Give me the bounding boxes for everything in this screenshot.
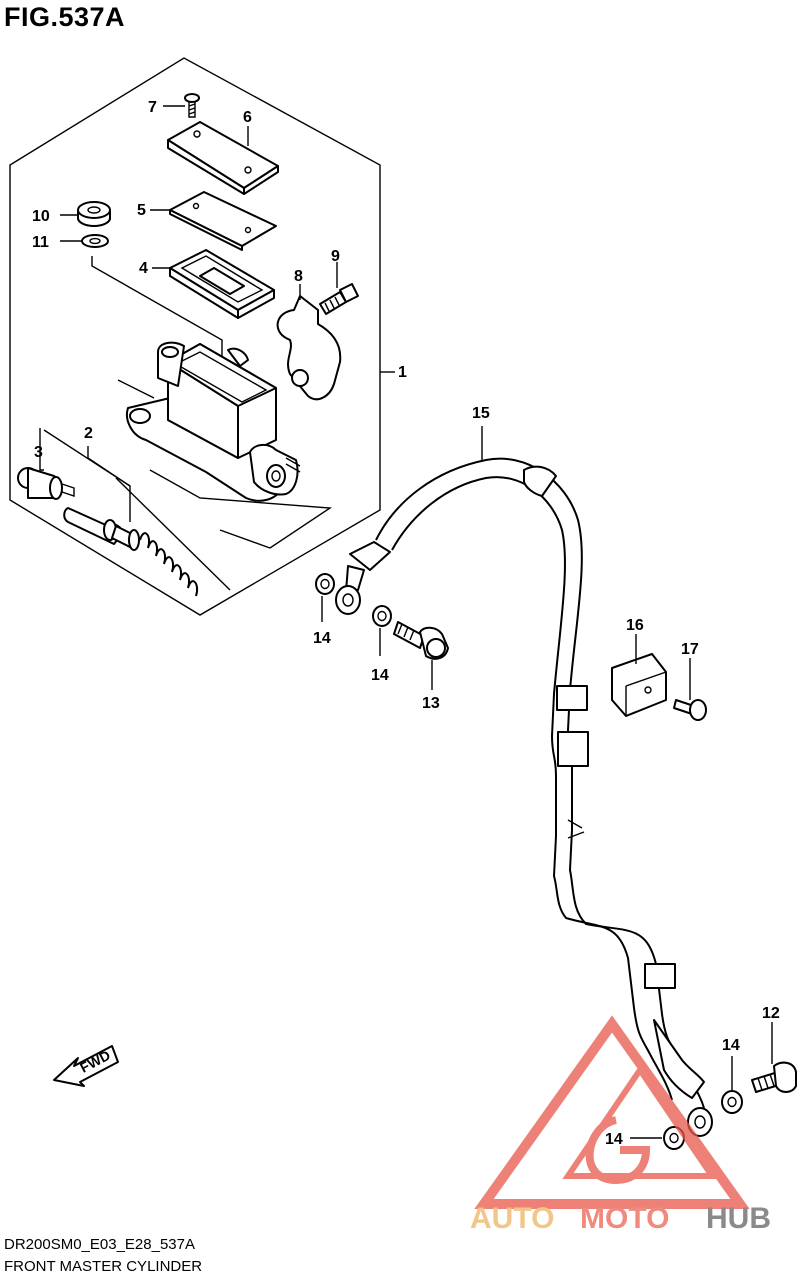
watermark-logo <box>474 1015 750 1209</box>
piston-spring-part-2 <box>63 507 198 597</box>
callout-7: 7 <box>148 99 157 116</box>
figure-title: FIG.537A <box>4 2 126 32</box>
diagram-code: DR200SM0_E03_E28_537A <box>4 1236 195 1253</box>
hose-clamp-part-16 <box>611 653 667 717</box>
body-detail-line <box>117 379 155 399</box>
hose-sleeve-top <box>523 465 557 497</box>
fwd-arrow-icon <box>53 1045 119 1087</box>
watermark-auto: AUTO <box>470 1202 554 1235</box>
callout-16: 16 <box>626 617 644 634</box>
hose-sleeve-lower <box>644 963 676 989</box>
callout-11: 11 <box>32 234 49 251</box>
callout-12: 12 <box>762 1005 780 1022</box>
callout-13: 13 <box>422 695 440 712</box>
assembly-outline <box>9 57 381 616</box>
callout-1: 1 <box>398 364 407 381</box>
hose-sleeve-mid <box>557 731 589 767</box>
assembly-dash-lines <box>149 469 333 549</box>
washer-part-14-b <box>372 605 392 627</box>
brake-hose-part-15 <box>335 457 713 1137</box>
callout-10: 10 <box>32 208 50 225</box>
callout-3: 3 <box>34 444 43 461</box>
callout-14-b: 14 <box>371 667 389 684</box>
reservoir-cap-part-6 <box>167 121 279 195</box>
callout-14-a: 14 <box>313 630 331 647</box>
bolt-part-9 <box>319 283 359 315</box>
bracket-2-3 <box>43 429 131 487</box>
diaphragm-plate-part-5 <box>169 191 277 251</box>
callout-8: 8 <box>294 268 303 285</box>
callout-17: 17 <box>681 641 699 658</box>
callout-4: 4 <box>139 260 148 277</box>
dust-boot-part-3 <box>17 467 75 500</box>
watermark-moto: MOTO <box>580 1202 669 1235</box>
callout-6: 6 <box>243 109 252 126</box>
diagram-name: FRONT MASTER CYLINDER <box>4 1258 203 1275</box>
assembly-diag <box>115 477 231 591</box>
callout-15: 15 <box>472 405 490 422</box>
callout-14-d: 14 <box>605 1131 623 1148</box>
diaphragm-part-4 <box>169 249 275 319</box>
washer-part-14-a <box>315 573 335 595</box>
screw-part-7 <box>184 93 200 118</box>
banjo-bolt-part-12 <box>751 1061 797 1093</box>
master-cylinder-body-part-1 <box>126 341 301 502</box>
callout-leader-2 <box>87 446 131 522</box>
callout-5: 5 <box>137 202 146 219</box>
washer-part-11 <box>81 234 109 248</box>
callout-2: 2 <box>84 425 93 442</box>
callout-14-c: 14 <box>722 1037 740 1054</box>
callout-9: 9 <box>331 248 340 265</box>
washer-part-14-c <box>721 1090 743 1114</box>
hose-sleeve-upper <box>556 685 588 711</box>
callout-leader-3 <box>39 428 44 471</box>
clamp-part-8 <box>276 295 342 401</box>
banjo-bolt-part-13 <box>393 621 449 660</box>
screw-part-17 <box>673 699 707 721</box>
watermark-hub: HUB <box>706 1202 771 1235</box>
boot-part-10 <box>77 201 111 227</box>
